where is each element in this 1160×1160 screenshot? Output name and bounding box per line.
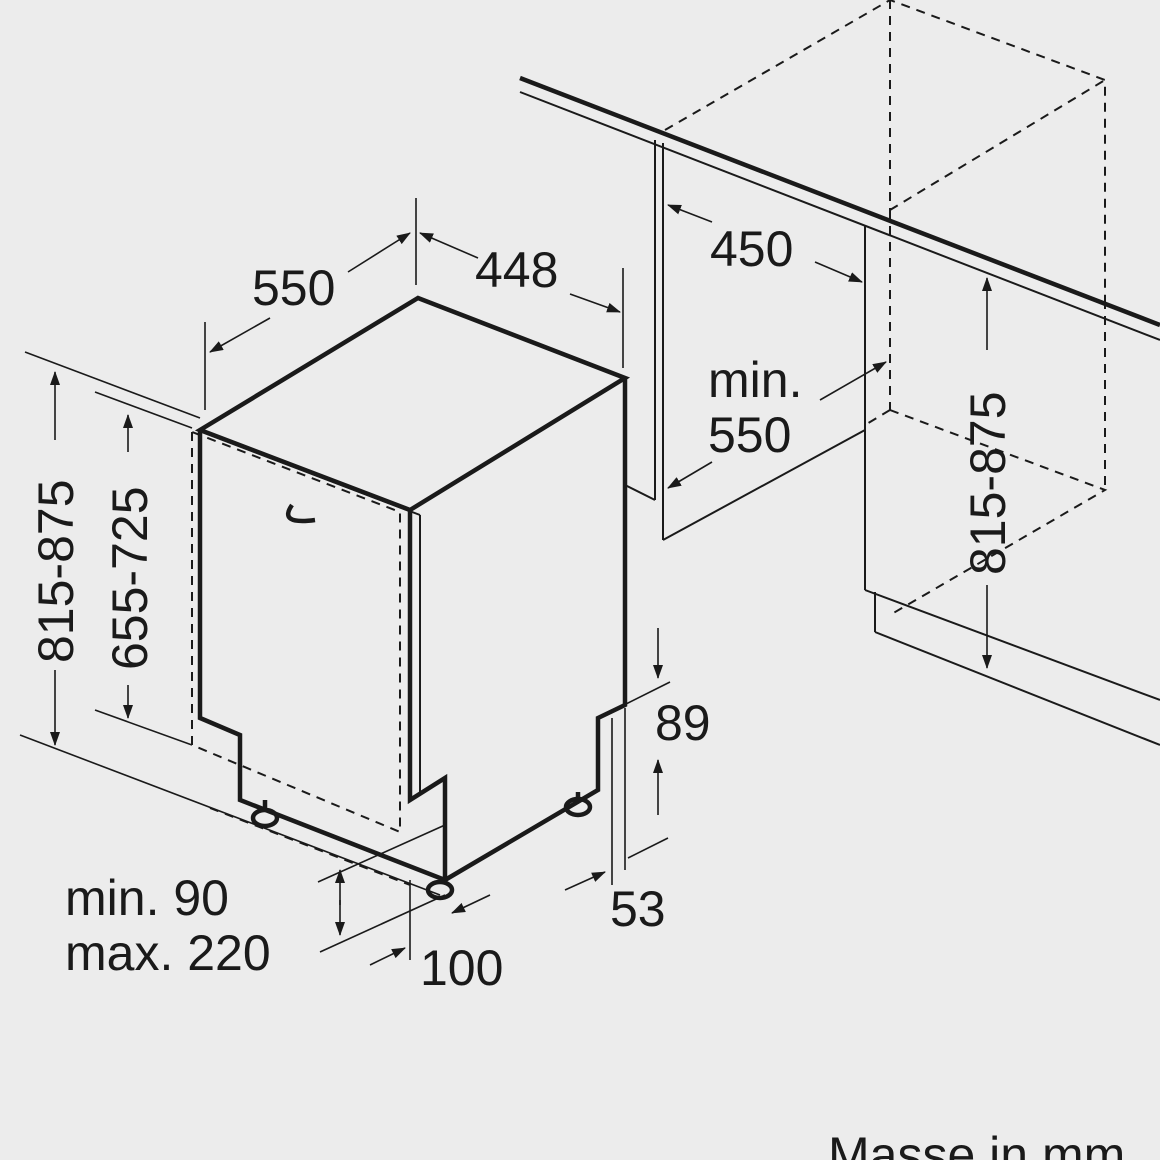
label-plinth-max: max. 220 xyxy=(65,925,271,981)
label-toe-kick-depth: 53 xyxy=(610,881,666,937)
label-niche-depth-value: 550 xyxy=(708,407,791,463)
label-appliance-depth: 550 xyxy=(252,260,335,316)
cabinet-niche xyxy=(519,0,1160,746)
dishwasher-body xyxy=(191,295,631,901)
label-niche-height: 815-875 xyxy=(960,392,1016,576)
label-appliance-width: 448 xyxy=(475,242,558,298)
units-note: Masse in mm xyxy=(828,1127,1125,1160)
label-toe-kick-height: 89 xyxy=(655,695,711,751)
label-niche-width: 450 xyxy=(710,221,793,277)
label-total-height: 815-875 xyxy=(28,480,84,664)
label-door-height: 655-725 xyxy=(102,487,158,671)
label-plinth-min: min. 90 xyxy=(65,870,229,926)
label-niche-depth-prefix: min. xyxy=(708,352,802,408)
dimension-lines xyxy=(19,198,992,966)
label-plinth-depth: 100 xyxy=(420,940,503,996)
